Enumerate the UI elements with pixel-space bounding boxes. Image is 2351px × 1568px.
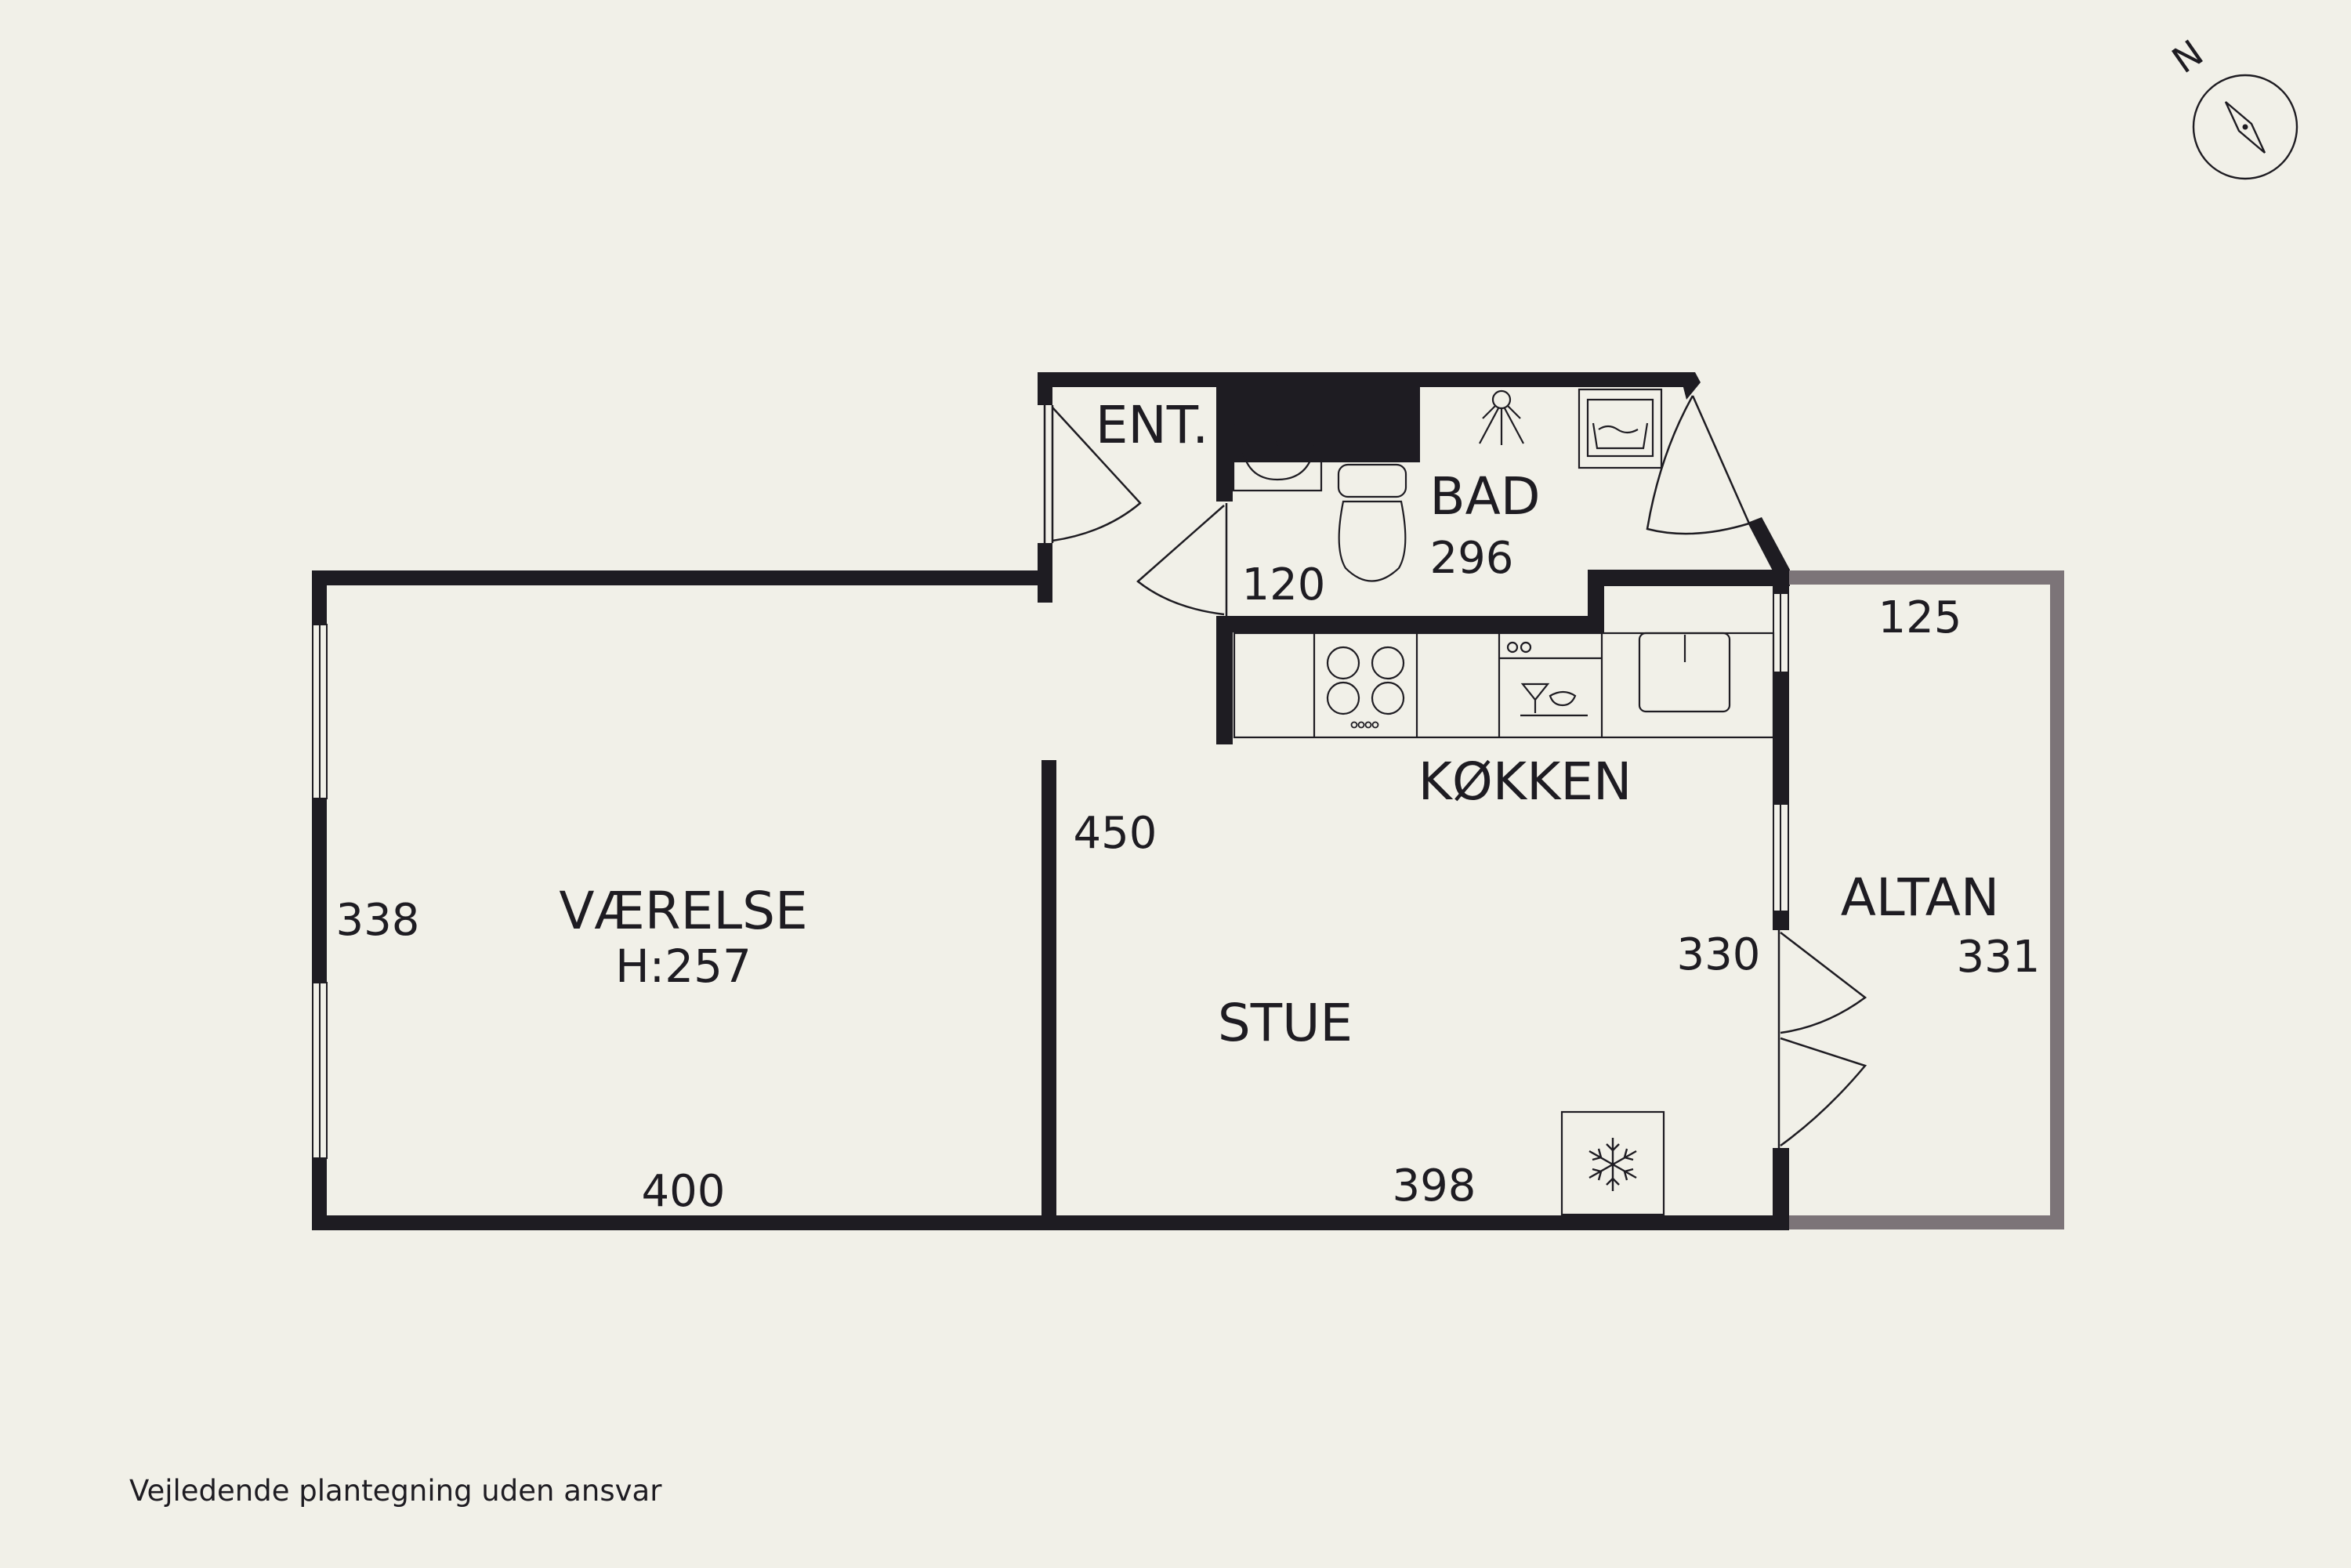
balcony-doors: [1777, 930, 1867, 1148]
room-label-kitchen: KØKKEN: [1418, 751, 1632, 812]
wall-bath-kitchen-lower: [1216, 616, 1604, 632]
room-label-living: STUE: [1218, 993, 1353, 1053]
wall-bedroom-living-divider: [1041, 760, 1056, 1230]
compass-icon: N: [2164, 31, 2298, 180]
dimension-bedroom-bottom: 400: [642, 1166, 726, 1217]
wall-right-mid: [1773, 672, 1789, 804]
room-label-balcony: ALTAN: [1841, 867, 2000, 928]
kitchen-counter: [1233, 632, 1775, 739]
ceiling-height-bedroom: H:257: [615, 940, 752, 993]
bathroom-corner-door: [1646, 395, 1751, 535]
dishwasher-icon: [1499, 641, 1602, 717]
room-label-bedroom: VÆRELSE: [559, 881, 807, 941]
wall-bath-kitchen-upper: [1588, 570, 1790, 586]
wall-bath-right-diagonal: [1748, 517, 1790, 577]
sink-icon: [1232, 422, 1323, 492]
shaft: [1216, 372, 1420, 462]
bathroom-door: [1136, 503, 1228, 616]
wall-right-top: [1773, 570, 1789, 593]
stove-icon: [1326, 646, 1405, 729]
entrance-door: [1043, 405, 1142, 543]
dimension-entrance: 120: [1242, 559, 1326, 610]
dimension-bathroom: 296: [1430, 533, 1514, 584]
wall-right-lower: [1773, 911, 1789, 930]
dimension-balcony-side: 331: [1957, 932, 2041, 983]
windows: [312, 592, 1789, 1159]
dimension-living-bottom: 398: [1393, 1161, 1476, 1211]
walls: [312, 372, 1790, 1230]
wall-bath-left: [1216, 387, 1233, 502]
wall-top-right-diagonal: [1679, 372, 1701, 400]
room-label-bathroom: BAD: [1429, 466, 1540, 527]
dimension-bedroom-side: 338: [336, 895, 420, 946]
toilet-icon: [1337, 463, 1407, 582]
wall-right-bottom: [1773, 1148, 1789, 1230]
dimension-balcony-top: 125: [1878, 592, 1962, 643]
shower-icon: [1479, 389, 1524, 445]
washing-machine-icon: [1578, 388, 1663, 469]
compass-north-label: N: [2164, 31, 2211, 81]
kitchen-sink-icon: [1638, 632, 1731, 713]
dimension-living-side: 450: [1074, 808, 1157, 859]
room-label-entrance: ENT.: [1096, 395, 1209, 455]
wall-entrance-left-lower: [1038, 543, 1052, 603]
dimension-living-right: 330: [1677, 929, 1761, 980]
disclaimer-text: Vejledende plantegning uden ansvar: [129, 1474, 662, 1508]
doors: [1043, 395, 1867, 1148]
freezer-icon: [1560, 1110, 1665, 1216]
balcony-railing: [1789, 570, 2064, 1229]
wall-kitchen-left: [1216, 616, 1233, 744]
wall-bedroom-top: [312, 570, 1052, 585]
